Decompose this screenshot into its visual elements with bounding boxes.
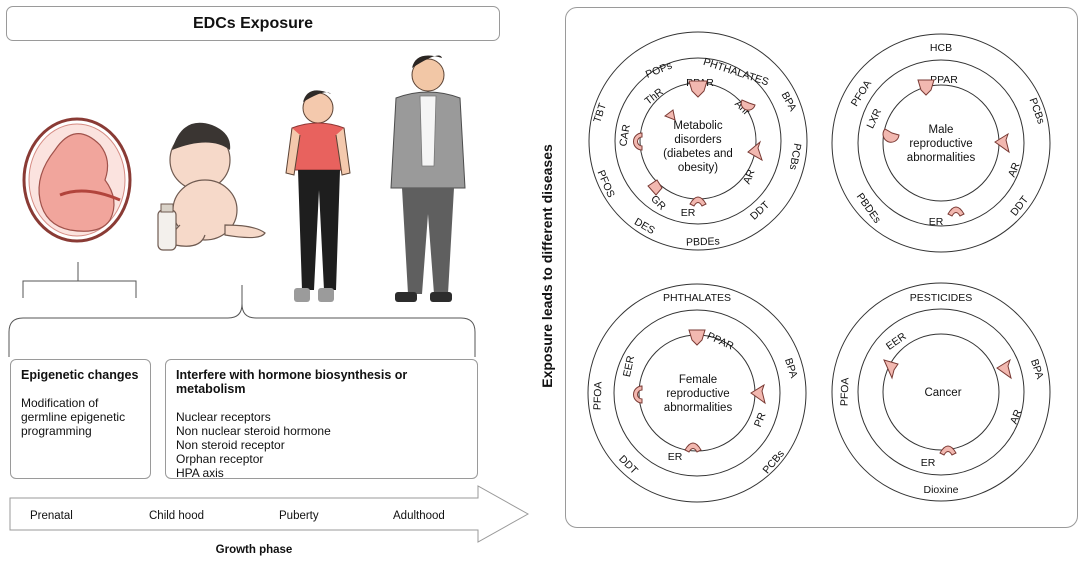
chem-label: PFOA [592, 381, 605, 410]
receptor-label: ER [921, 457, 936, 469]
male-center-line: reproductive [909, 138, 972, 150]
chem-label: PHTHALATES [663, 292, 731, 304]
metabolic-center-line: disorders [674, 134, 722, 146]
female-center-line: reproductive [666, 388, 729, 400]
chem-label: PCBs [787, 142, 803, 171]
chem-label: BPA [782, 357, 800, 380]
receptor-label: EER [621, 354, 637, 378]
chem-label: PBDEs [854, 191, 883, 226]
chem-label: BPA [1028, 358, 1046, 381]
fetus-illustration [22, 117, 132, 243]
chem-label: DDT [748, 199, 772, 223]
cancer-center-line: Cancer [924, 387, 961, 399]
female-center-line: abnormalities [664, 402, 733, 414]
chem-label: PFOA [849, 78, 874, 109]
chem-label: Dioxine [923, 484, 958, 496]
stage-prenatal: Prenatal [30, 510, 73, 522]
interfere-heading: Interfere with hormone biosynthesis or m… [176, 368, 408, 396]
interfere-box: Interfere with hormone biosynthesis or m… [165, 359, 478, 480]
disease-male [831, 33, 1051, 253]
epigenetic-heading: Epigenetic changes [21, 368, 139, 382]
chem-label: PESTICIDES [910, 292, 972, 304]
disease-panel [565, 7, 1078, 528]
female-center-line: Female [679, 374, 717, 386]
interfere-line: Orphan receptor [176, 452, 264, 466]
chem-label: DDT [616, 453, 640, 477]
bracket-connectors [8, 262, 476, 357]
epigenetic-line: germline epigenetic [21, 410, 126, 424]
growth-arrow [9, 485, 530, 543]
chem-label: PFOA [839, 377, 852, 406]
teen-illustration [285, 90, 351, 302]
male-center-line: abnormalities [907, 152, 976, 164]
epigenetic-line: programming [21, 424, 92, 438]
chem-label: PCBs [760, 448, 786, 476]
receptor-label: ER [668, 451, 683, 463]
title-box: EDCs Exposure [6, 6, 500, 41]
receptor-label: ThR [643, 86, 666, 108]
adult-illustration [390, 55, 466, 302]
receptor-label: PPAR [930, 74, 958, 86]
receptor-label: PR [752, 410, 769, 428]
receptor-label: AR [1008, 407, 1025, 425]
growth-phase-label: Growth phase [216, 544, 293, 556]
interfere-line: HPA axis [176, 466, 224, 480]
vertical-label: Exposure leads to different diseases [539, 144, 555, 388]
interfere-line: Nuclear receptors [176, 410, 271, 424]
metabolic-center-line: obesity) [678, 162, 718, 174]
baby-illustration [157, 122, 266, 251]
receptor-label: LXR [865, 107, 885, 131]
chem-label: PBDEs [686, 235, 720, 248]
receptor-label: AR [741, 167, 758, 185]
chem-label: PCBs [1027, 96, 1047, 125]
receptor-shape-icon [633, 329, 766, 453]
receptor-label: ER [681, 207, 696, 219]
receptor-shape-icon [633, 80, 763, 207]
stage-adulthood: Adulthood [393, 510, 445, 522]
receptor-label: CAR [617, 123, 633, 147]
male-center-line: Male [929, 124, 954, 136]
receptor-shape-icon [882, 79, 1010, 217]
metabolic-center-line: (diabetes and [663, 148, 733, 160]
metabolic-center-line: Metabolic [673, 120, 722, 132]
receptor-label: EER [884, 330, 909, 352]
receptor-label: ER [929, 216, 944, 228]
interfere-line: Non steroid receptor [176, 438, 285, 452]
receptor-label: AR [1006, 160, 1023, 178]
chem-label: DDT [1008, 194, 1031, 219]
stage-puberty: Puberty [279, 510, 319, 522]
page-title: EDCs Exposure [192, 14, 314, 32]
chem-label: POPs [644, 60, 674, 81]
disease-cancer [831, 282, 1051, 502]
chem-label: TBT [591, 101, 609, 124]
chem-label: HCB [930, 42, 952, 54]
epigenetic-box: Epigenetic changes Modification of germl… [10, 359, 151, 479]
chem-label: DES [632, 216, 657, 237]
receptor-label: PPAR [705, 330, 736, 353]
receptor-shape-icon [883, 358, 1012, 456]
interfere-line: Non nuclear steroid hormone [176, 424, 331, 438]
stage-childhood: Child hood [149, 510, 204, 522]
epigenetic-line: Modification of [21, 396, 99, 410]
